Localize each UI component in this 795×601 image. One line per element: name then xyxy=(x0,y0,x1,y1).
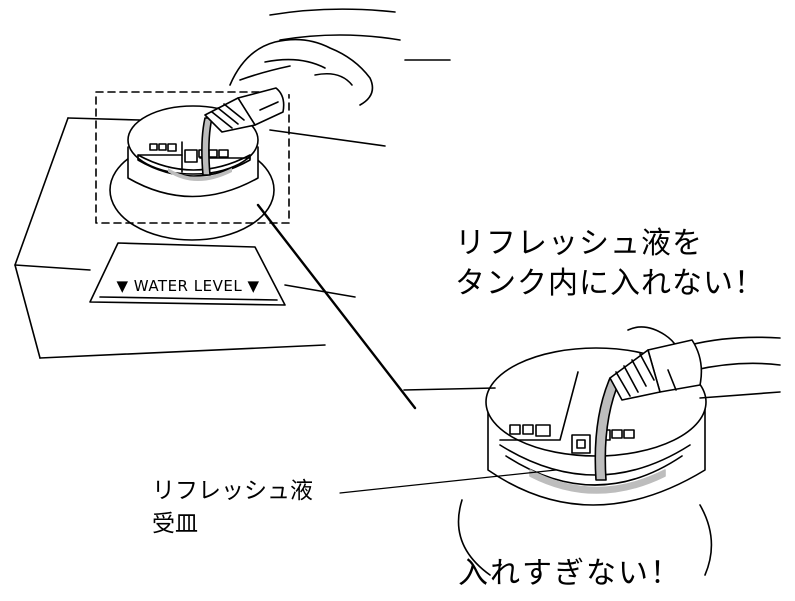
water-level-panel xyxy=(89,242,286,306)
water-level-label: ▼ WATER LEVEL ▼ xyxy=(117,277,260,295)
callout-line1: リフレッシュ液 xyxy=(152,478,313,504)
detail-highlight-box xyxy=(95,91,290,224)
warning-bottom: 入れすぎない！ xyxy=(458,556,682,591)
warning-top-line1: リフレッシュ液を xyxy=(455,226,703,261)
detail-leader-line xyxy=(256,203,417,410)
callout-line2: 受皿 xyxy=(152,511,198,537)
warning-top-line2: タンク内に入れない！ xyxy=(455,266,765,301)
hand-with-bottle-top xyxy=(204,8,451,133)
callout-leader-line xyxy=(339,469,557,494)
hand-with-bottle-detail xyxy=(609,326,781,401)
